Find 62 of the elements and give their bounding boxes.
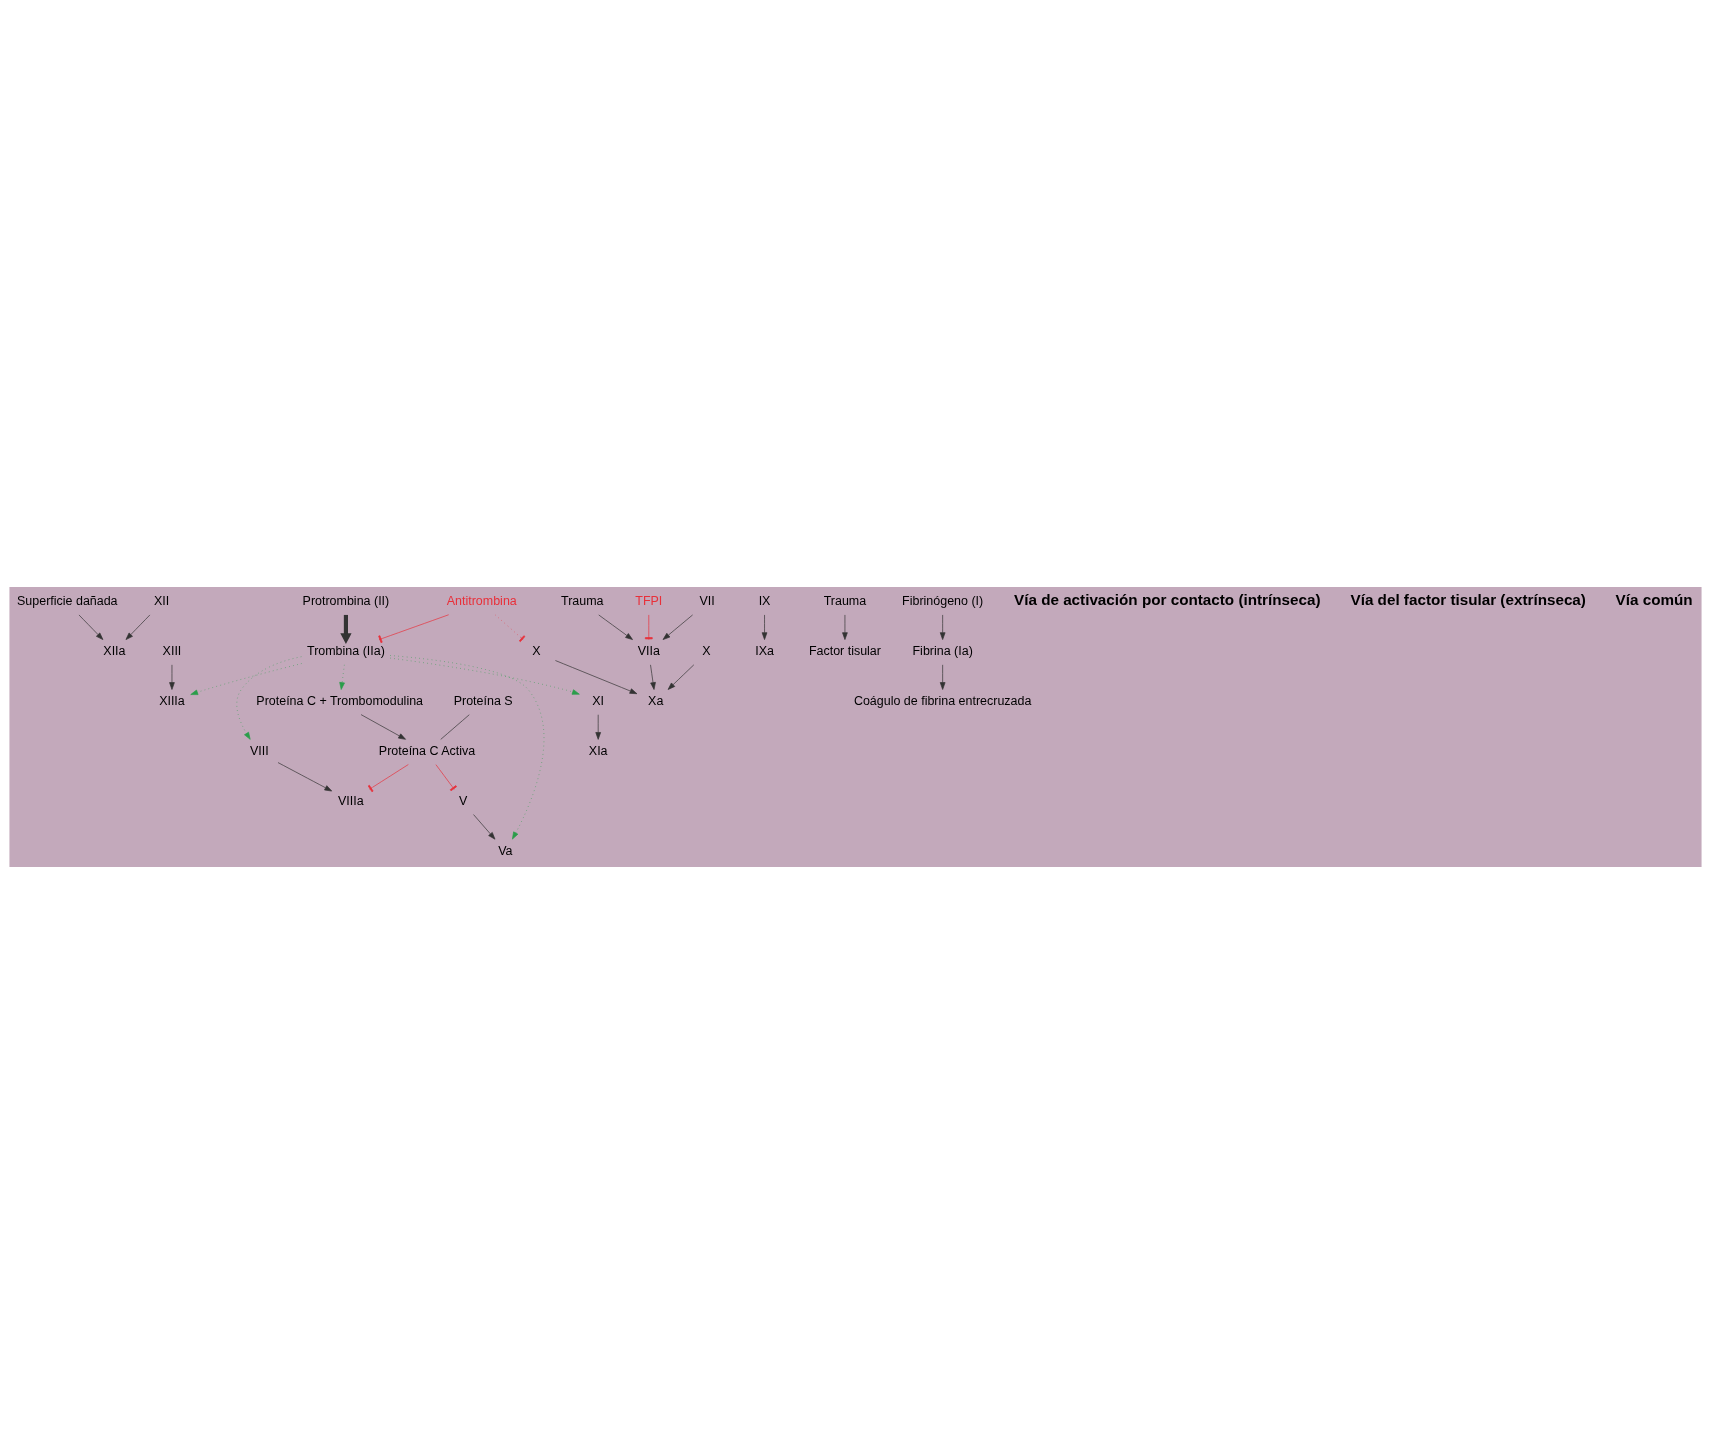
- arrow: [339, 664, 345, 690]
- node-text: Proteína C Activa: [378, 743, 476, 758]
- arrow: [169, 664, 175, 690]
- node-text: Trauma: [823, 593, 867, 608]
- node-text: IXa: [755, 643, 774, 658]
- arrow: [842, 614, 848, 640]
- arrow: [340, 614, 352, 644]
- node-text: Trauma: [561, 593, 604, 608]
- node-text: XIII: [162, 643, 182, 658]
- connector: [440, 713, 470, 740]
- node-text: VIIa: [637, 643, 660, 658]
- label: Vía común: [1615, 590, 1693, 608]
- arrow: [360, 713, 406, 740]
- node-text: V: [458, 793, 468, 808]
- node-text: XI: [592, 693, 605, 708]
- node-text: Coágulo de fibrina entrecruzada: [853, 693, 1032, 708]
- arrow: [761, 614, 768, 640]
- node-text: Proteína C + Trombomodulina: [256, 693, 424, 708]
- connector: [494, 614, 526, 642]
- arrow: [190, 662, 302, 695]
- node-text: VIIIa: [337, 793, 364, 808]
- node-text: Superficie dañada: [17, 593, 118, 608]
- node-text: Factor tisular: [808, 643, 881, 658]
- arrow: [555, 659, 638, 694]
- arrow: [595, 713, 601, 740]
- label: Vía de activación por contacto (intrínseca): [1014, 590, 1321, 608]
- node-text: Va: [498, 843, 513, 858]
- node-text: XIIa: [103, 643, 126, 658]
- arrow: [939, 614, 946, 640]
- label: Vía del factor tisular (extrínseca): [1350, 590, 1586, 608]
- connector: [645, 614, 653, 640]
- arrow: [667, 664, 695, 690]
- arrow: [78, 614, 104, 640]
- node-text: TFPI: [635, 593, 663, 608]
- node-text: XII: [153, 593, 170, 608]
- node-text: Protrombina (II): [302, 593, 390, 608]
- arrow: [662, 614, 693, 640]
- arrow: [650, 664, 656, 690]
- node-text: Fibrina (Ia): [912, 643, 973, 658]
- connector: [378, 613, 450, 643]
- node-text: Antitrombina: [446, 593, 517, 608]
- node-text: Fibrinógeno (I): [902, 593, 984, 608]
- node-text: IX: [758, 593, 771, 608]
- arrow: [389, 654, 545, 839]
- arrow: [389, 657, 580, 695]
- node-text: XIa: [588, 743, 608, 758]
- node-text: VII: [699, 593, 715, 608]
- arrow: [125, 614, 151, 640]
- node-text: X: [702, 643, 711, 658]
- node-text: Proteína S: [453, 693, 513, 708]
- arrow: [236, 655, 302, 740]
- connector: [367, 763, 409, 792]
- node-text: Xa: [648, 693, 664, 708]
- connector: [435, 763, 457, 791]
- arrow: [473, 813, 496, 840]
- node-text: XIIIa: [159, 693, 185, 708]
- node-text: VIII: [249, 743, 269, 758]
- node-text: X: [532, 643, 541, 658]
- arrow: [939, 664, 946, 690]
- node-text: Trombina (IIa): [307, 643, 385, 658]
- arrow: [598, 614, 633, 640]
- arrow: [277, 761, 333, 791]
